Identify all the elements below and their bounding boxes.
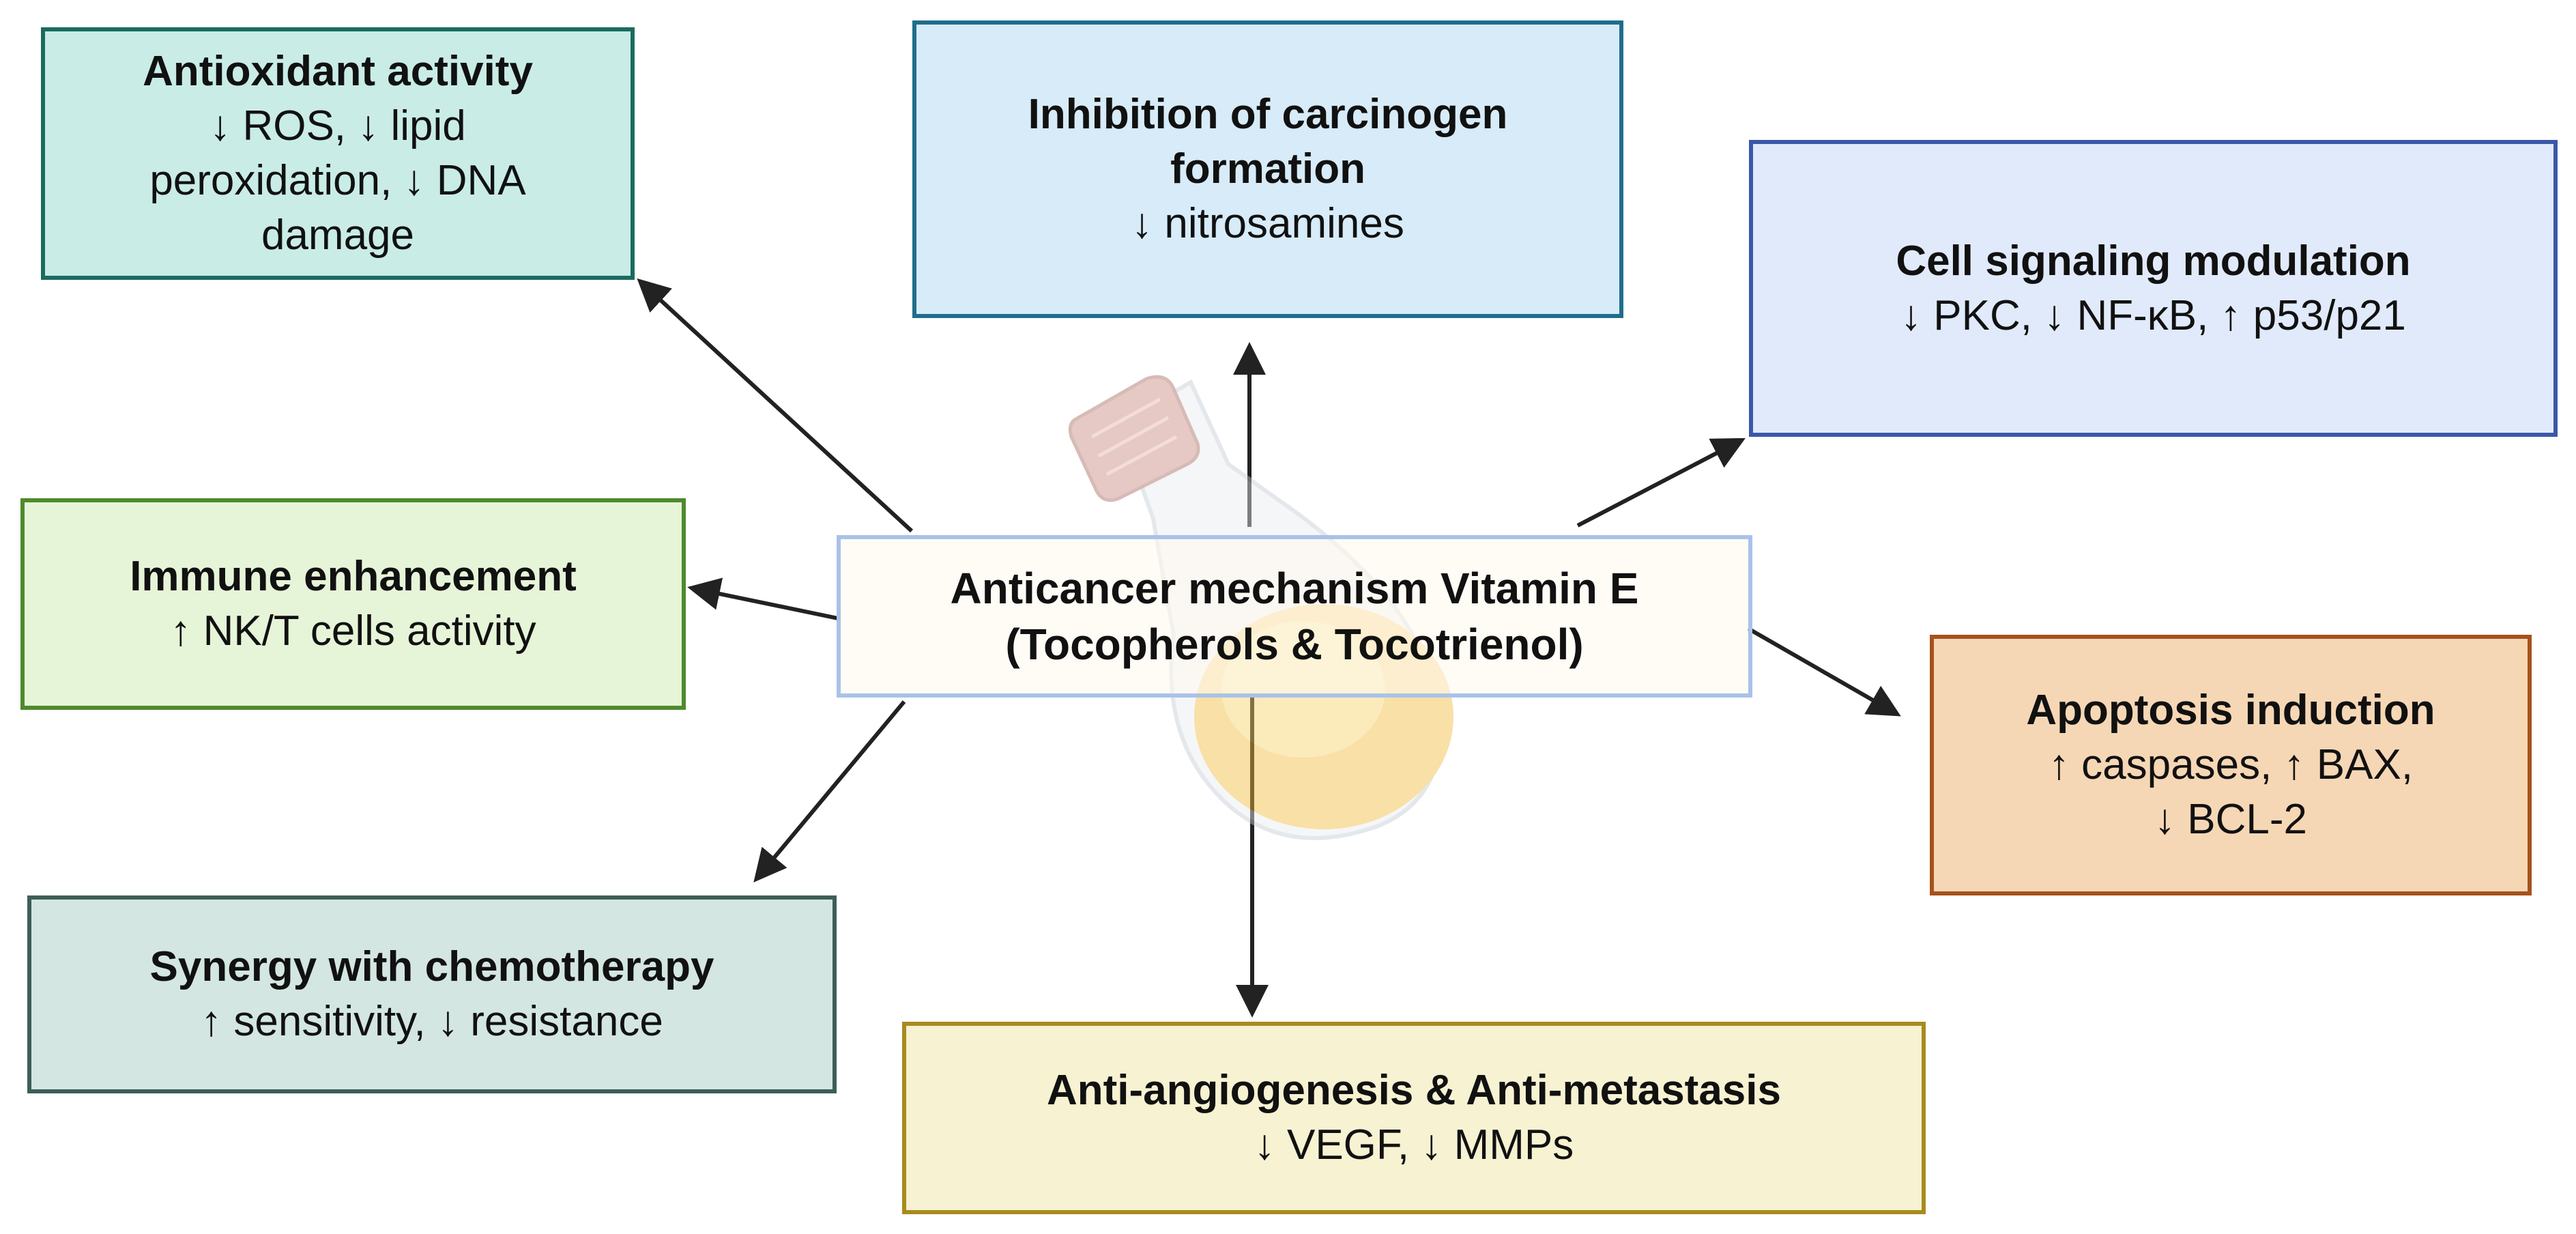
arrow-to-antioxidant (637, 278, 914, 533)
carcinogen-title-line-2: formation (1170, 145, 1365, 192)
immune-box: Immune enhancement ↑ NK/T cells activity (20, 498, 686, 710)
antioxidant-detail-line-1: ↓ ROS, ↓ lipid (209, 102, 466, 149)
immune-title: Immune enhancement (130, 553, 577, 600)
signaling-detail: ↓ PKC, ↓ NF-κB, ↑ p53/p21 (1900, 291, 2406, 339)
apoptosis-detail-line-2: ↓ BCL-2 (2154, 796, 2307, 843)
carcinogen-box: Inhibition of carcinogen formation ↓ nit… (912, 20, 1623, 318)
center-mechanism-box: Anticancer mechanism Vitamin E (Tocopher… (837, 535, 1752, 698)
arrow-to-immune (687, 577, 839, 620)
carcinogen-title-line-1: Inhibition of carcinogen (1028, 91, 1508, 138)
angiogenesis-box: Anti-angiogenesis & Anti-metastasis ↓ VE… (902, 1022, 1926, 1214)
center-title-line-1: Anticancer mechanism Vitamin E (950, 564, 1639, 613)
synergy-box: Synergy with chemotherapy ↑ sensitivity,… (27, 895, 837, 1093)
arrow-to-signaling (1576, 437, 1746, 528)
angiogenesis-title: Anti-angiogenesis & Anti-metastasis (1046, 1067, 1781, 1114)
apoptosis-title: Apoptosis induction (2026, 687, 2435, 734)
antioxidant-title: Antioxidant activity (143, 48, 533, 95)
apoptosis-detail-line-1: ↑ caspases, ↑ BAX, (2048, 741, 2414, 788)
arrow-to-apoptosis (1747, 627, 1901, 717)
carcinogen-detail: ↓ nitrosamines (1131, 200, 1404, 247)
signaling-box: Cell signaling modulation ↓ PKC, ↓ NF-κB… (1749, 140, 2558, 437)
synergy-title: Synergy with chemotherapy (149, 943, 714, 990)
arrow-to-synergy (753, 700, 906, 883)
antioxidant-box: Antioxidant activity ↓ ROS, ↓ lipid pero… (41, 27, 635, 280)
apoptosis-box: Apoptosis induction ↑ caspases, ↑ BAX, ↓… (1930, 635, 2532, 895)
synergy-detail: ↑ sensitivity, ↓ resistance (201, 998, 663, 1045)
antioxidant-detail-line-3: damage (261, 212, 415, 259)
antioxidant-detail-line-2: peroxidation, ↓ DNA (149, 157, 526, 204)
angiogenesis-detail: ↓ VEGF, ↓ MMPs (1254, 1121, 1574, 1168)
center-title-line-2: (Tocopherols & Tocotrienol) (1005, 620, 1584, 669)
immune-detail: ↑ NK/T cells activity (170, 607, 536, 655)
signaling-title: Cell signaling modulation (1896, 237, 2411, 285)
